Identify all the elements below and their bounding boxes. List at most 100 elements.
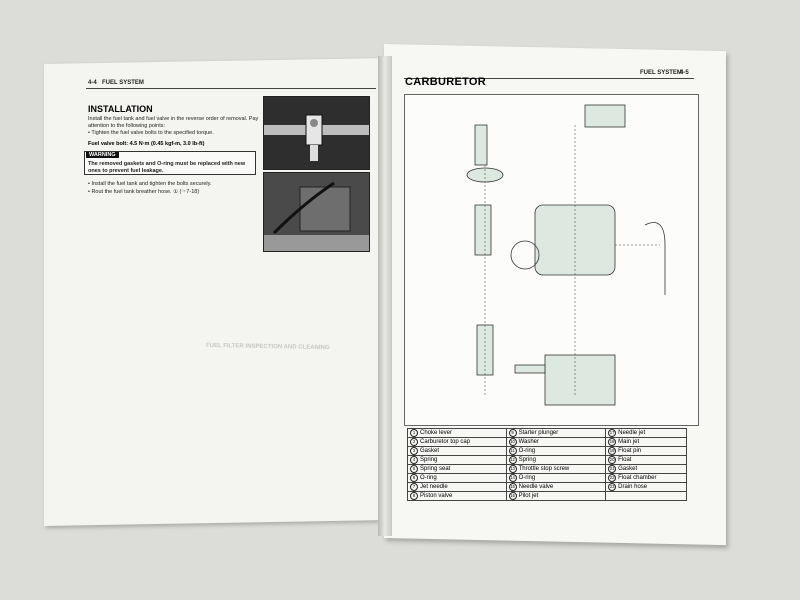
warning-label: WARNING — [86, 152, 119, 158]
part-name: Jet needle — [420, 484, 448, 490]
breather-hose-photo-art — [264, 173, 369, 251]
part-number-badge: 23 — [608, 483, 617, 491]
part-name: Gasket — [618, 466, 638, 472]
part-number-badge: 20 — [608, 456, 617, 464]
part-name: Float chamber — [618, 475, 657, 481]
part-number-badge: 1 — [410, 429, 418, 437]
part-number-badge: 4 — [410, 456, 418, 464]
part-name: Carburetor top cap — [420, 439, 471, 445]
route-line: • Rout the fuel tank breather hose. ① (☞… — [88, 189, 200, 195]
carburetor-body-part — [534, 204, 616, 276]
right-page-number: 4-5 — [680, 70, 689, 76]
right-header-rule — [404, 78, 694, 79]
part-number-badge: 11 — [508, 447, 517, 455]
part-number-badge: 10 — [508, 438, 517, 446]
part-name: Spring seat — [420, 466, 451, 472]
part-number-badge: 15 — [508, 483, 517, 491]
carburetor-title: CARBURETOR — [405, 76, 487, 88]
part-name: O-ring — [518, 475, 536, 481]
part-name: Float pin — [618, 448, 642, 454]
part-number-badge: 19 — [608, 447, 617, 455]
choke-lever-part — [584, 104, 626, 128]
part-name: O-ring — [518, 448, 536, 454]
spring-coil-part — [474, 204, 492, 256]
spring-part — [474, 124, 488, 166]
fuel-valve-photo-art — [264, 97, 369, 169]
part-name: Main jet — [618, 439, 640, 445]
part-name: Spring — [518, 457, 536, 463]
part-name: Needle valve — [518, 484, 554, 490]
part-name: Gasket — [420, 448, 440, 454]
part-name: Spring — [420, 457, 438, 463]
right-header-label: FUEL SYSTEM — [640, 70, 682, 76]
intro-text: Install the fuel tank and fuel valve in … — [88, 116, 259, 129]
part-number-badge: 7 — [410, 483, 418, 491]
carburetor-exploded-diagram — [404, 94, 699, 426]
part-number-badge: 6 — [410, 474, 418, 482]
fuel-valve-photo — [263, 96, 370, 170]
diagram-art — [466, 104, 666, 406]
section-title: INSTALLATION — [88, 104, 153, 114]
part-number-badge: 16 — [508, 492, 517, 500]
part-name: Float — [618, 457, 632, 463]
book-gutter — [378, 56, 392, 536]
part-number-badge: 2 — [410, 438, 418, 446]
parts-cell — [605, 491, 687, 501]
part-name: Starter plunger — [518, 430, 559, 436]
breather-hose-photo — [263, 172, 370, 252]
part-name: Needle jet — [618, 430, 646, 436]
part-number-badge: 14 — [508, 474, 517, 482]
part-number-badge: 8 — [410, 492, 418, 500]
part-name: O-ring — [420, 475, 437, 481]
part-number-badge: 22 — [608, 474, 617, 482]
part-number-badge: 12 — [508, 456, 517, 464]
bullet-torque: • Tighten the fuel valve bolts to the sp… — [88, 130, 214, 136]
part-number-badge: 3 — [410, 447, 418, 455]
install-line: • Install the fuel tank and tighten the … — [88, 181, 212, 187]
part-name: Pilot jet — [518, 493, 539, 499]
part-number-badge: 9 — [508, 429, 517, 437]
warning-text: The removed gaskets and O-ring must be r… — [88, 161, 246, 174]
float-chamber-part — [544, 354, 616, 406]
part-name: Choke lever — [420, 430, 453, 436]
part-number-badge: 13 — [508, 465, 517, 473]
part-number-badge: 5 — [410, 465, 418, 473]
o-ring-part — [510, 240, 540, 270]
part-number-badge: 18 — [608, 438, 617, 446]
part-number-badge: 21 — [608, 465, 617, 473]
left-header-rule — [86, 88, 376, 89]
part-name: Throttle stop screw — [518, 466, 570, 472]
left-page-number: 4-4 — [88, 80, 97, 86]
drain-hose-part — [644, 222, 666, 295]
